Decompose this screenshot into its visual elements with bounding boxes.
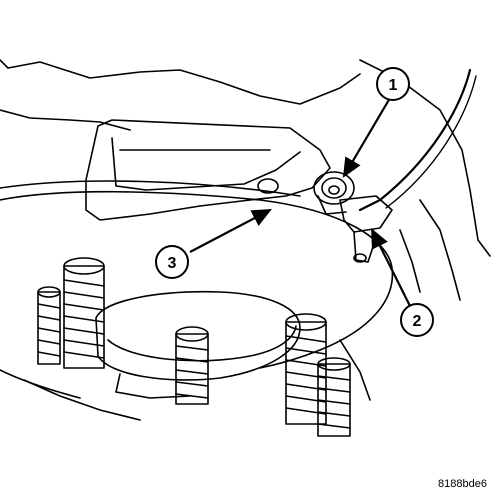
callout-2-leader xyxy=(371,228,411,307)
callout-1: 1 xyxy=(376,67,410,101)
knuckle-bracket-outline xyxy=(85,119,331,221)
suspension-background-outline xyxy=(0,59,361,105)
callout-3: 3 xyxy=(155,245,189,279)
callout-2: 2 xyxy=(400,303,434,337)
wheel-stud-rear-left xyxy=(37,286,61,365)
wheel-stud-front-left xyxy=(63,257,105,369)
sensor-bolt-head xyxy=(313,171,355,205)
wheel-stud-rear-right xyxy=(317,357,351,437)
sensor-cable xyxy=(358,68,472,212)
hub-center-bore xyxy=(95,290,301,381)
mount-hole xyxy=(257,178,279,194)
figure-reference-code: 8188bde6 xyxy=(438,478,487,490)
upper-knuckle-outline xyxy=(0,109,131,131)
callout-1-leader xyxy=(342,97,391,178)
wheel-speed-sensor xyxy=(339,195,393,233)
callout-3-label: 3 xyxy=(168,255,177,272)
wheel-stud-center xyxy=(175,326,209,405)
callout-1-label: 1 xyxy=(389,77,398,94)
callout-3-leader xyxy=(189,208,272,253)
wheel-stud-front-right xyxy=(285,313,327,425)
callout-2-label: 2 xyxy=(413,313,422,330)
